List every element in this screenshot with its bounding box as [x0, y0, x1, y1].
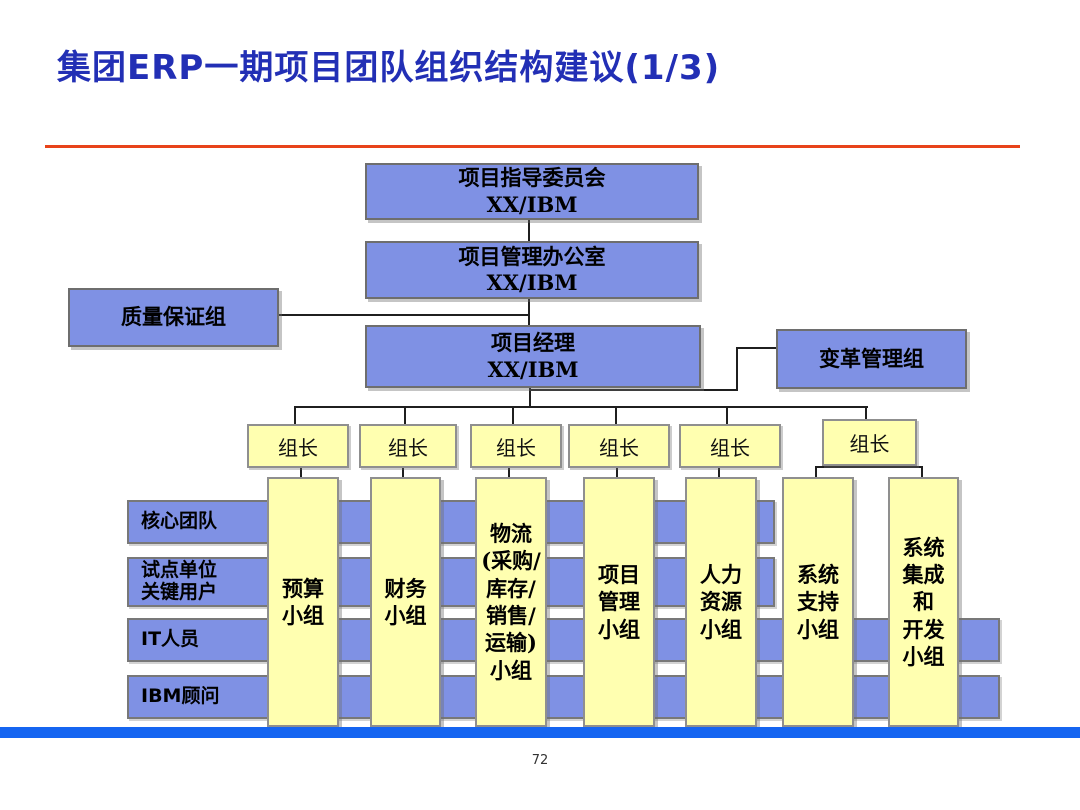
bar-it-staff: IT人员	[127, 618, 1000, 662]
column-system-integration-dev-team: 系统 集成 和 开发 小组	[888, 477, 959, 727]
connector-change-vertical	[736, 348, 738, 391]
column-budget-team: 预算 小组	[267, 477, 339, 727]
connector-qa-horizontal	[275, 314, 530, 316]
bar-ibm-consultants: IBM顾问	[127, 675, 1000, 719]
bar-pilot-key-users-label: 试点单位 关键用户	[141, 559, 218, 603]
column-human-resources-team: 人力 资源 小组	[685, 477, 757, 727]
box-steering-committee-org: XX/IBM	[486, 191, 578, 217]
box-pm-name: 项目经理	[491, 330, 575, 356]
bar-pilot-key-users: 试点单位 关键用户	[127, 557, 775, 607]
leader-6-label: 组长	[849, 432, 890, 456]
column-system-support-team: 系统 支持 小组	[782, 477, 854, 727]
connector-bus-leader1	[294, 406, 296, 426]
box-leader-2: 组长	[359, 424, 457, 468]
bar-core-team: 核心团队	[127, 500, 775, 544]
connector-leader5-team	[718, 463, 720, 478]
leader-2-label: 组长	[388, 435, 428, 460]
connector-bus-leader5	[726, 406, 728, 426]
connector-bus-leader3	[512, 406, 514, 426]
connector-main-bus	[294, 406, 868, 408]
box-qa-name: 质量保证组	[121, 304, 226, 330]
bar-it-staff-label: IT人员	[141, 628, 200, 651]
box-quality-assurance: 质量保证组	[68, 288, 279, 347]
leader-3-label: 组长	[496, 435, 536, 460]
box-change-name: 变革管理组	[819, 345, 924, 371]
column-logistics-team: 物流 (采购/ 库存/ 销售/ 运输) 小组	[475, 477, 547, 727]
bar-core-team-label: 核心团队	[141, 510, 218, 533]
connector-bus-leader4	[615, 406, 617, 426]
connector-change-upper-horizontal	[736, 347, 776, 349]
box-pm-org: XX/IBM	[487, 356, 579, 382]
footer-accent-bar	[0, 727, 1080, 738]
connector-subbus	[815, 466, 923, 468]
box-leader-3: 组长	[470, 424, 562, 468]
box-project-management-office: 项目管理办公室 XX/IBM	[365, 241, 699, 299]
bar-ibm-consultants-label: IBM顾问	[141, 685, 220, 708]
page-number: 72	[531, 753, 549, 768]
slide-title: 集团ERP一期项目团队组织结构建议(1/3)	[57, 48, 721, 88]
connector-steering-pmo	[528, 216, 530, 242]
box-pmo-org: XX/IBM	[486, 270, 578, 295]
connector-leader2-team	[402, 463, 404, 478]
connector-bus-leader2	[404, 406, 406, 426]
connector-pmo-pm	[528, 295, 530, 326]
box-leader-1: 组长	[247, 424, 349, 468]
leader-1-label: 组长	[278, 435, 318, 460]
box-leader-6: 组长	[822, 419, 917, 466]
column-finance-team: 财务 小组	[370, 477, 441, 727]
connector-subbus-team6	[815, 466, 817, 478]
leader-4-label: 组长	[599, 435, 639, 460]
connector-subbus-team7	[921, 466, 923, 478]
box-pmo-name: 项目管理办公室	[458, 243, 606, 269]
box-project-manager: 项目经理 XX/IBM	[365, 325, 701, 388]
connector-pm-bus	[529, 384, 531, 408]
box-steering-committee-name: 项目指导委员会	[458, 165, 606, 191]
connector-leader3-team	[508, 463, 510, 478]
box-change-management: 变革管理组	[776, 329, 967, 389]
box-leader-4: 组长	[568, 424, 670, 468]
box-steering-committee: 项目指导委员会 XX/IBM	[365, 163, 699, 220]
connector-bus-leader6	[865, 406, 867, 421]
title-divider-line	[45, 145, 1020, 148]
leader-5-label: 组长	[710, 435, 750, 460]
connector-leader4-team	[616, 463, 618, 478]
connector-change-lower-horizontal	[529, 389, 738, 391]
column-project-management-team: 项目 管理 小组	[583, 477, 655, 727]
box-leader-5: 组长	[679, 424, 781, 468]
connector-leader1-team	[300, 463, 302, 478]
